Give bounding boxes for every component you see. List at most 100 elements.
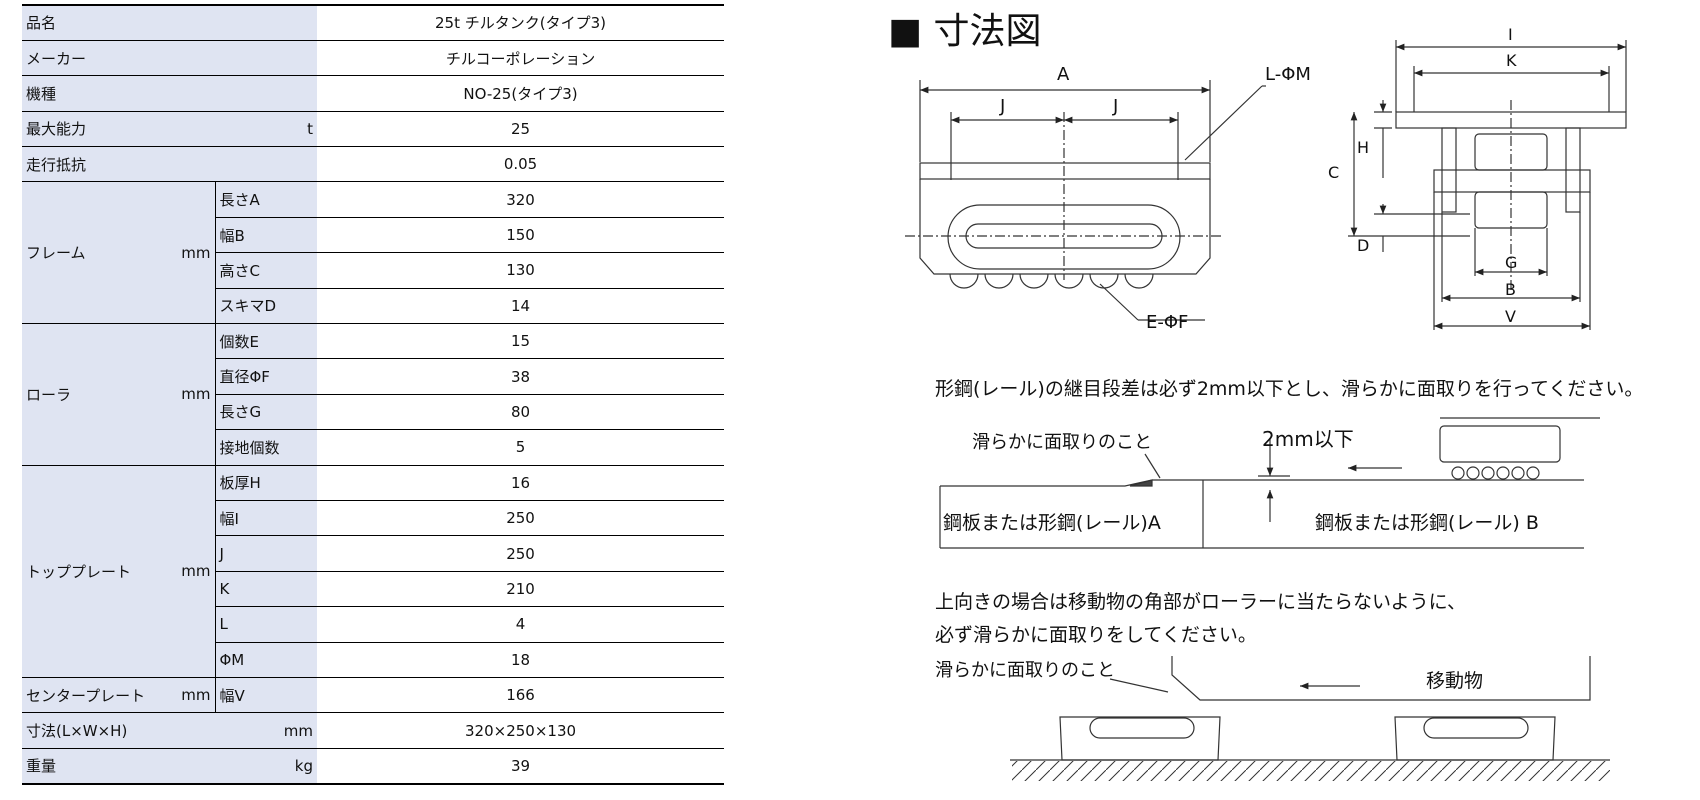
table-row: メーカー チルコーポレーション [22, 39, 725, 77]
row-label-text: 品名 [26, 14, 57, 33]
dim-k-label: K [1506, 51, 1517, 70]
row-value: 210 [317, 570, 725, 608]
group-unit: mm [181, 562, 211, 581]
moving-object-label: 移動物 [1426, 670, 1484, 692]
dim-g-label: G [1505, 253, 1517, 272]
row-label-text: 重量 [26, 757, 57, 776]
row-value: 0.05 [317, 146, 725, 183]
dim-h-label: H [1357, 138, 1369, 157]
spec-table: 品名 25t チルタンク(タイプ3) メーカー チルコーポレーション機種 NO-25(タ… [22, 3, 725, 785]
diagram-title: ■ 寸法図 [888, 11, 1042, 52]
row-label: 最大能力 t [22, 110, 318, 148]
row-value: 25 [317, 110, 725, 148]
rail-rollers [1451, 466, 1540, 480]
row-unit: mm [283, 721, 314, 740]
group-label-text: フレーム [26, 244, 86, 263]
row-value: 80 [317, 393, 725, 431]
row-value: 14 [317, 287, 725, 325]
row-label-text: 機種 [26, 84, 57, 103]
row-label: 重量 kg [22, 747, 318, 785]
row-label-text: 走行抵抗 [26, 155, 87, 174]
sub-label: K [214, 570, 318, 608]
row-value: 38 [317, 358, 725, 395]
dim-i-label: I [1508, 25, 1513, 44]
group-unit: mm [181, 385, 211, 404]
rail-chamfer-label: 滑らかに面取りのこと [972, 432, 1152, 453]
group-label: トッププレート mm [22, 464, 216, 678]
sub-label: 長さG [214, 393, 318, 431]
dim-c-label: C [1328, 163, 1339, 182]
upward-chamfer-label: 滑らかに面取りのこと [935, 660, 1115, 681]
front-view [1348, 40, 1627, 330]
row-value: 18 [317, 641, 725, 678]
row-value: 250 [317, 499, 725, 537]
upward-note-line2: 必ず滑らかに面取りをしてください。 [935, 624, 1257, 646]
group-label: ローラ mm [22, 323, 216, 466]
dim-j1-label: J [999, 96, 1005, 117]
rail-joint-diagram [939, 417, 1600, 549]
row-value: 166 [317, 676, 725, 714]
sub-label: 幅V [214, 676, 318, 714]
row-value: チルコーポレーション [317, 39, 725, 77]
sub-label: 個数E [214, 323, 318, 360]
row-value: 25t チルタンク(タイプ3) [317, 3, 725, 41]
sub-label: スキマD [214, 287, 318, 325]
sub-label: 接地個数 [214, 429, 318, 466]
row-label: 走行抵抗 [22, 146, 318, 183]
row-value: 5 [317, 429, 725, 466]
group-unit: mm [181, 243, 211, 262]
group-label-text: センタープレート [26, 686, 146, 705]
row-value: 15 [317, 323, 725, 360]
sub-label: 直径ΦF [214, 358, 318, 395]
sub-label: 幅B [214, 216, 318, 254]
row-label: 寸法(L×W×H)mm [22, 712, 318, 749]
table-row: 品名 25t チルタンク(タイプ3) [22, 3, 725, 41]
row-value: 130 [317, 252, 725, 289]
group-unit: mm [181, 686, 211, 705]
sub-label: 長さA [214, 181, 318, 218]
row-unit: kg [294, 756, 314, 775]
row-value: 250 [317, 535, 725, 572]
row-value: NO-25(タイプ3) [317, 75, 725, 112]
sub-label: ΦM [214, 641, 318, 678]
table-row: 機種 NO-25(タイプ3) [22, 75, 725, 112]
dim-j2-label: J [1112, 96, 1118, 117]
group-label-text: ローラ [26, 385, 72, 404]
side-rollers [949, 273, 1154, 289]
row-value: 16 [317, 464, 725, 501]
dim-d-label: D [1357, 236, 1369, 255]
row-label: 品名 [22, 3, 318, 41]
rail-a-label: 鋼板または形鋼(レール)A [943, 512, 1161, 534]
row-label-text: 最大能力 [26, 120, 87, 139]
row-label-text: メーカー [26, 49, 87, 68]
row-label: 機種 [22, 75, 318, 112]
rail-joint-note: 形鋼(レール)の継目段差は必ず2mm以下とし、滑らかに面取りを行ってください。 [935, 378, 1644, 400]
upward-note-line1: 上向きの場合は移動物の角部がローラーに当たらないように、 [935, 591, 1467, 613]
row-unit: t [307, 119, 314, 138]
sub-label: 板厚H [214, 464, 318, 501]
dim-lm-label: L-ΦM [1265, 64, 1311, 85]
dim-a-label: A [1057, 64, 1070, 85]
dim-v-label: V [1505, 307, 1516, 326]
rail-b-label: 鋼板または形鋼(レール) B [1315, 512, 1539, 534]
dim-ef-label: E-ΦF [1146, 312, 1188, 333]
sub-label: 高さC [214, 252, 318, 289]
dim-b-label: B [1505, 280, 1516, 299]
group-label-text: トッププレート [26, 562, 132, 581]
